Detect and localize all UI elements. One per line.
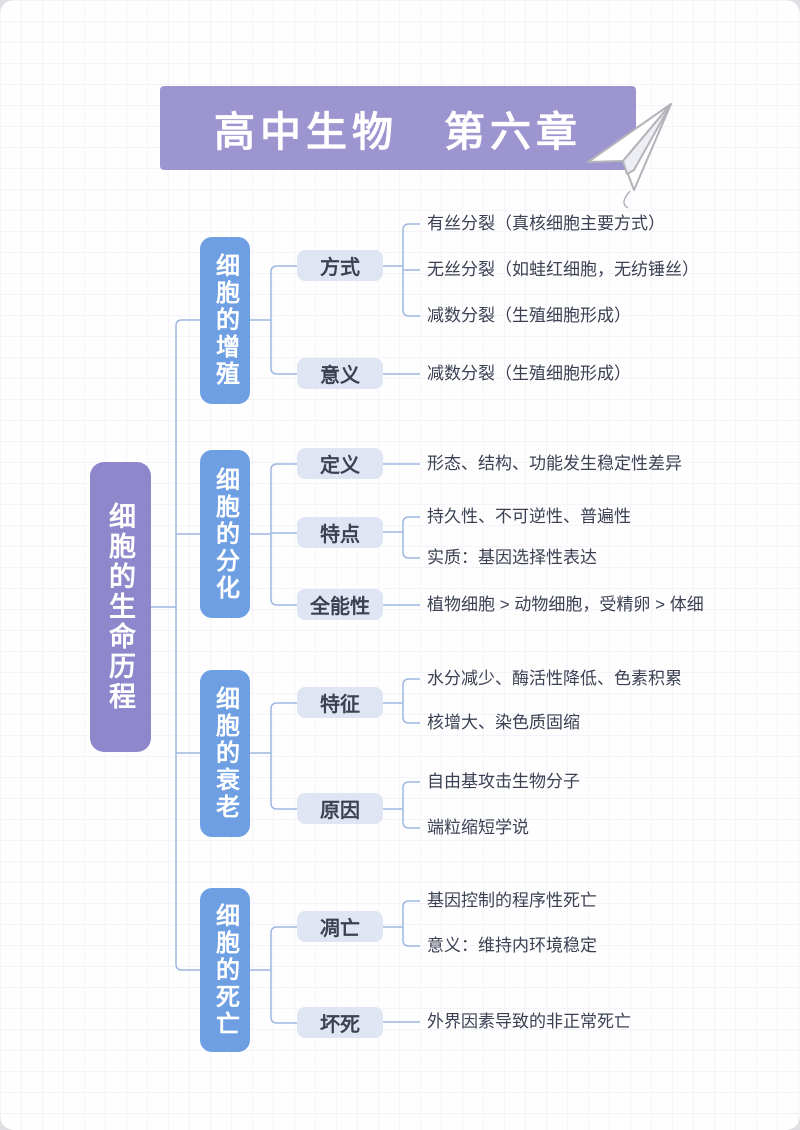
sub-node-label: 定义 xyxy=(320,455,360,477)
sub-node-label: 坏死 xyxy=(320,1014,360,1036)
leaf-text: 端粒缩短学说 xyxy=(427,818,529,837)
sub-node-label: 方式 xyxy=(320,257,360,279)
sub-node-causes: 原因 xyxy=(297,793,383,824)
sub-node-label: 特点 xyxy=(320,524,360,546)
sub-node-label: 原因 xyxy=(320,800,360,822)
leaf-text: 外界因素导致的非正常死亡 xyxy=(427,1012,631,1031)
branch-label: 细胞的衰老 xyxy=(211,686,239,821)
branch-node-death: 细胞的死亡 xyxy=(200,888,250,1052)
leaf-text: 实质：基因选择性表达 xyxy=(427,548,597,567)
chapter-title: 高中生物 第六章 xyxy=(214,109,582,155)
sub-node-label: 凋亡 xyxy=(320,918,360,940)
leaf-text: 减数分裂（生殖细胞形成） xyxy=(427,306,631,325)
chapter-title-banner: 高中生物 第六章 xyxy=(160,86,636,170)
leaf-text: 意义：维持内环境稳定 xyxy=(427,936,597,955)
leaf-text: 自由基攻击生物分子 xyxy=(427,772,580,791)
branch-node-differentiation: 细胞的分化 xyxy=(200,450,250,618)
paper-plane-icon xyxy=(587,103,672,209)
branch-node-proliferation: 细胞的增殖 xyxy=(200,237,250,404)
branch-label: 细胞的分化 xyxy=(211,466,239,602)
sub-node-label: 意义 xyxy=(320,365,360,387)
leaf-text: 核增大、染色质固缩 xyxy=(427,713,580,732)
leaf-text: 水分减少、酶活性降低、色素积累 xyxy=(427,669,682,688)
sub-node-necrosis: 坏死 xyxy=(297,1007,383,1038)
sub-node-totipotency: 全能性 xyxy=(297,589,383,620)
branch-node-aging: 细胞的衰老 xyxy=(200,670,250,837)
leaf-text: 基因控制的程序性死亡 xyxy=(427,891,597,910)
root-node-label: 细胞的生命历程 xyxy=(105,502,135,712)
sub-node-significance: 意义 xyxy=(297,358,383,389)
leaf-text: 持久性、不可逆性、普遍性 xyxy=(427,507,631,526)
sub-node-apoptosis: 凋亡 xyxy=(297,911,383,942)
sub-node-label: 全能性 xyxy=(310,596,370,618)
sub-node-methods: 方式 xyxy=(297,250,383,281)
sub-node-label: 特征 xyxy=(320,694,360,716)
leaf-text: 无丝分裂（如蛙红细胞，无纺锤丝） xyxy=(427,260,699,279)
branch-label: 细胞的增殖 xyxy=(211,253,239,388)
leaf-text: 植物细胞 > 动物细胞，受精卵 > 体细 xyxy=(427,595,704,614)
leaf-text: 有丝分裂（真核细胞主要方式） xyxy=(427,214,665,233)
branch-label: 细胞的死亡 xyxy=(211,902,239,1038)
sub-node-characteristics: 特征 xyxy=(297,687,383,718)
sub-node-definition: 定义 xyxy=(297,448,383,479)
leaf-text: 减数分裂（生殖细胞形成） xyxy=(427,364,631,383)
root-node: 细胞的生命历程 xyxy=(90,462,151,752)
sub-node-features: 特点 xyxy=(297,517,383,548)
leaf-text: 形态、结构、功能发生稳定性差异 xyxy=(427,454,682,473)
